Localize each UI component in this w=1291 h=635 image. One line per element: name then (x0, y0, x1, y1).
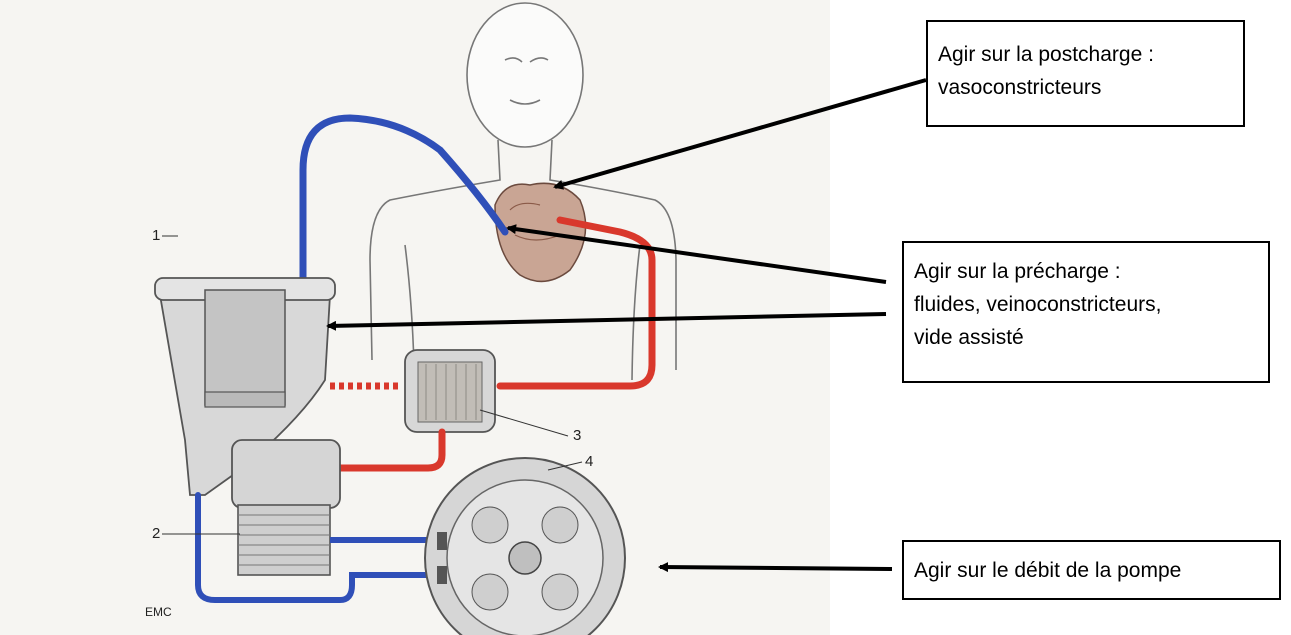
callout-precharge: Agir sur la précharge : fluides, veinoco… (902, 241, 1270, 383)
callout-precharge-line1: Agir sur la précharge : (914, 255, 1258, 288)
callout-precharge-line2: fluides, veinoconstricteurs, (914, 288, 1258, 321)
label-3: 3 (573, 427, 581, 444)
callout-postcharge: Agir sur la postcharge : vasoconstricteu… (926, 20, 1245, 127)
oxygenator (405, 350, 495, 432)
label-4: 4 (585, 453, 593, 470)
callout-postcharge-line1: Agir sur la postcharge : (938, 38, 1233, 71)
credit-label: EMC (145, 605, 172, 619)
label-1: 1 (152, 227, 160, 244)
head (467, 3, 583, 147)
callout-debit-line1: Agir sur le débit de la pompe (914, 554, 1269, 587)
callout-debit: Agir sur le débit de la pompe (902, 540, 1281, 600)
pump-module (232, 440, 340, 575)
callout-precharge-line3: vide assisté (914, 321, 1258, 354)
callout-postcharge-line2: vasoconstricteurs (938, 71, 1233, 104)
arrow-debit (660, 567, 892, 569)
label-2: 2 (152, 525, 160, 542)
